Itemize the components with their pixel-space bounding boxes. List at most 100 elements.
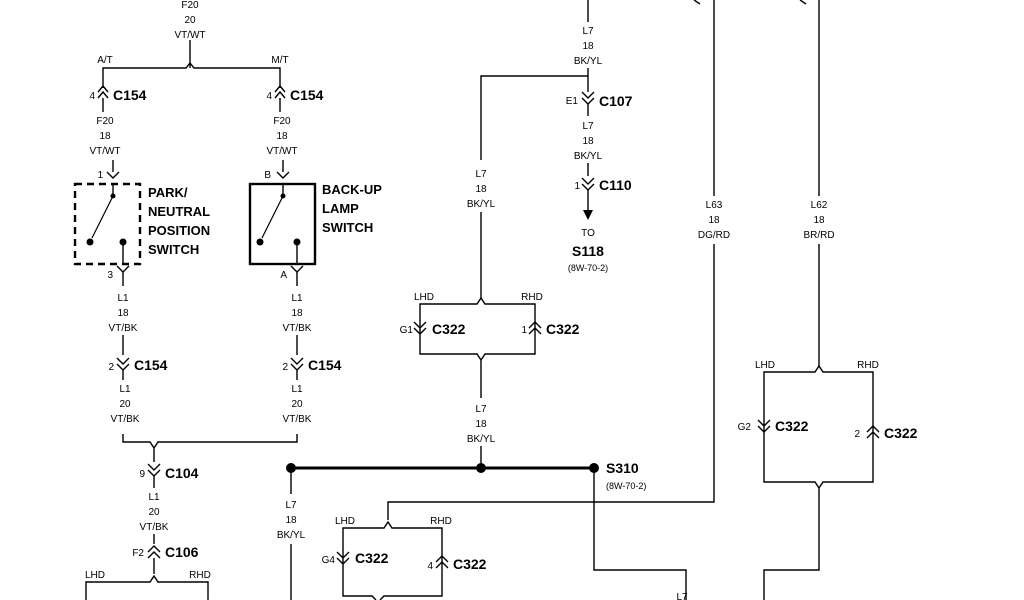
connector-label: C322 — [432, 321, 466, 337]
connector-label: C154 — [290, 87, 324, 103]
wire-l7-center-circuit: L7 — [475, 404, 487, 415]
wire-l1-left-b-gauge: 20 — [119, 399, 131, 410]
splice-s310-label: S310 — [606, 460, 639, 476]
connector-label: C104 — [165, 465, 199, 481]
wire-l63-color: DG/RD — [698, 230, 730, 241]
wire-l1-right-b-circuit: L1 — [291, 384, 303, 395]
wire-l7-mid-circuit: L7 — [582, 121, 594, 132]
connector-pin: 4 — [89, 91, 95, 102]
connector-pin: E1 — [566, 96, 579, 107]
wire-f20-right-circuit: F20 — [273, 116, 291, 127]
wire-l7-branch-color: BK/YL — [467, 199, 496, 210]
connector-label: C322 — [355, 550, 389, 566]
connector-pin: 1 — [521, 325, 527, 336]
l63-wire — [387, 244, 715, 520]
wire-f20-right-gauge: 18 — [276, 131, 288, 142]
connector-label: C322 — [884, 425, 918, 441]
connector-pin: G2 — [738, 422, 752, 433]
wire-f20-top-gauge: 20 — [184, 15, 196, 26]
wire-l1-right-b-color: VT/BK — [283, 414, 312, 425]
wire-f20-right-color: VT/WT — [266, 146, 297, 157]
splice-s118-reference: TO S118 (8W-70-2) — [568, 228, 608, 273]
splice-s118-label: S118 — [572, 243, 604, 259]
park-neutral-position-switch: 1 3 PARK/ NEUTRAL POSITION SWITCH — [73, 160, 210, 286]
splice-s310: S310 (8W-70-2) — [286, 460, 646, 491]
l7-branch-wire — [480, 75, 588, 160]
connector-pin: 2 — [108, 362, 114, 373]
wire-l62-gauge: 18 — [813, 215, 825, 226]
wire-l1-right-gauge: 18 — [291, 308, 303, 319]
connector-c322-g4: G4 C322 — [322, 550, 389, 566]
connector-label: C322 — [546, 321, 580, 337]
option-rhd-label: RHD — [430, 516, 452, 527]
wire-l7-top-color: BK/YL — [574, 56, 603, 67]
connector-label: C154 — [134, 357, 168, 373]
connector-label: C110 — [599, 177, 632, 193]
f20-feed: F20 20 VT/WT A/T M/T — [97, 0, 289, 88]
connector-c106: F2 C106 — [132, 544, 199, 574]
connector-pin: 4 — [427, 561, 433, 572]
switch-label-line: NEUTRAL — [148, 204, 210, 219]
partial-wire-label: L7 — [676, 592, 688, 600]
s310-down-wire — [593, 468, 687, 600]
connector-c322-1: 1 C322 — [521, 321, 579, 337]
connector-label: C154 — [113, 87, 147, 103]
wire-l7-top-circuit: L7 — [582, 26, 594, 37]
connector-c322-g1: G1 C322 — [400, 321, 466, 337]
connector-c322-g2: G2 C322 — [738, 418, 809, 434]
switch-label-line: POSITION — [148, 223, 210, 238]
wire-l7-lower-circuit: L7 — [285, 500, 297, 511]
c106-brace — [85, 574, 209, 590]
connector-pin: 1 — [574, 181, 580, 192]
merge-brace — [122, 434, 298, 450]
c322-lower-bottom-brace — [342, 590, 443, 600]
c322-center-bottom-brace — [419, 346, 536, 362]
backup-lamp-switch: B A BACK-UP LAMP SWITCH — [248, 160, 382, 286]
connector-c322-4: 4 C322 — [427, 555, 487, 572]
switch-pin-top: 1 — [97, 170, 103, 181]
switch-pin-bottom: 3 — [107, 270, 113, 281]
connector-pin: F2 — [132, 548, 144, 559]
connector-label: C107 — [599, 93, 633, 109]
wire-l1-bottom-gauge: 20 — [148, 507, 160, 518]
option-lhd-label: LHD — [335, 516, 355, 527]
c322-right-top-brace — [763, 364, 874, 380]
connector-pin: 9 — [139, 469, 145, 480]
switch-pin-top: B — [264, 170, 271, 181]
connector-c154-left-top: 4 C154 — [89, 84, 147, 112]
option-rhd-label: RHD — [189, 570, 211, 581]
wire-l7-center-gauge: 18 — [475, 419, 487, 430]
splice-s310-ref: (8W-70-2) — [606, 481, 646, 491]
switch-label-line: SWITCH — [322, 220, 373, 235]
option-rhd-label: RHD — [521, 292, 543, 303]
wire-l1-bottom-circuit: L1 — [148, 492, 160, 503]
c322-lower-top-brace — [342, 520, 443, 536]
splice-to-label: TO — [581, 228, 595, 239]
wire-l7-center-color: BK/YL — [467, 434, 496, 445]
switch-label-line: PARK/ — [148, 185, 188, 200]
connector-label: C322 — [453, 556, 487, 572]
connector-label: C322 — [775, 418, 809, 434]
wire-l7-mid-gauge: 18 — [582, 136, 594, 147]
wire-l63-gauge: 18 — [708, 215, 720, 226]
wire-l1-left-circuit: L1 — [117, 293, 129, 304]
connector-c110: 1 C110 — [574, 177, 632, 220]
c322-right-bottom-brace — [763, 474, 874, 490]
connector-pin: 2 — [854, 429, 860, 440]
wire-l1-right-b-gauge: 20 — [291, 399, 303, 410]
wire-l7-top-gauge: 18 — [582, 41, 594, 52]
wire-l1-right-color: VT/BK — [283, 323, 312, 334]
wire-f20-top-circuit: F20 — [181, 0, 199, 11]
wire-l62-color: BR/RD — [803, 230, 834, 241]
connector-pin: G1 — [400, 325, 414, 336]
wire-l1-bottom-color: VT/BK — [140, 522, 169, 533]
connector-c322-2: 2 C322 — [854, 425, 917, 441]
connector-c154-left-bottom: 2 C154 — [108, 357, 168, 380]
wire-l62-circuit: L62 — [811, 200, 828, 211]
connector-label: C154 — [308, 357, 342, 373]
option-lhd-label: LHD — [755, 360, 775, 371]
wire-l1-left-b-color: VT/BK — [111, 414, 140, 425]
option-lhd-label: LHD — [85, 570, 105, 581]
wire-l63-circuit: L63 — [706, 200, 723, 211]
